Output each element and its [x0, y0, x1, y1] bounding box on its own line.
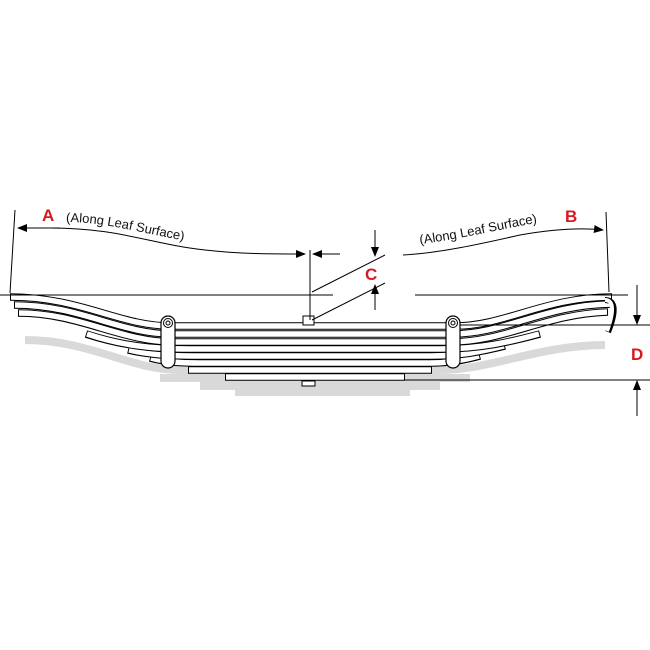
right-note-text: (Along Leaf Surface) — [419, 211, 538, 247]
right-clamp — [445, 315, 461, 369]
dimension-lines — [0, 209, 650, 416]
leaf-spring — [9, 293, 617, 387]
leaf-2 — [17, 308, 609, 346]
left-note: (Along Leaf Surface) — [66, 210, 186, 243]
spring-shadow — [24, 336, 606, 396]
label-b: B — [565, 207, 577, 226]
label-a: A — [42, 206, 54, 225]
leaf-3 — [84, 330, 541, 353]
left-note-text: (Along Leaf Surface) — [66, 210, 186, 243]
label-d: D — [631, 345, 643, 364]
label-c: C — [365, 265, 377, 284]
left-clamp — [160, 315, 176, 369]
right-note: (Along Leaf Surface) — [419, 211, 538, 247]
center-bolt — [301, 315, 316, 387]
leaf-4 — [127, 342, 506, 360]
